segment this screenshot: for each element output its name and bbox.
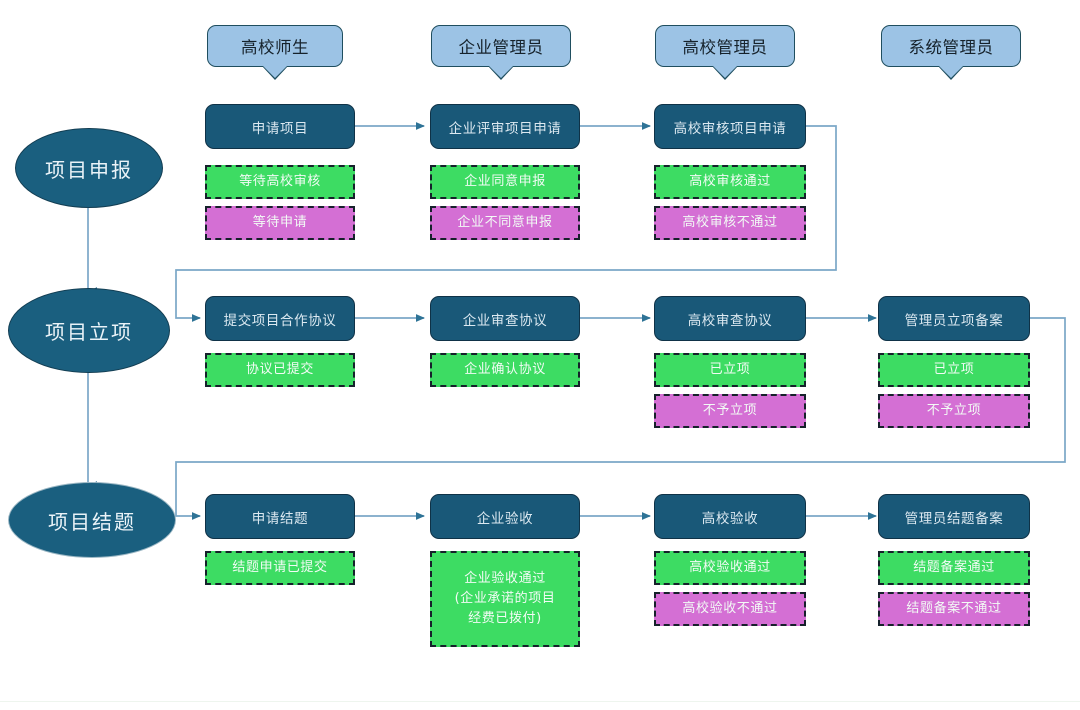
callout-tail	[712, 65, 738, 78]
stage-ellipse-1[interactable]: 项目立项	[8, 288, 170, 373]
action-box-r2c4[interactable]: 管理员立项备案	[878, 296, 1030, 341]
role-callout-2[interactable]: 高校管理员	[655, 25, 795, 80]
action-box-r1c2[interactable]: 企业评审项目申请	[430, 104, 580, 149]
status-chip-multiline: 企业验收通过 (企业承诺的项目 经费已拨付)	[455, 569, 556, 629]
action-box-r3c3[interactable]: 高校验收	[654, 494, 806, 539]
role-callout-3[interactable]: 系统管理员	[881, 25, 1021, 80]
status-chip-r3c3-no[interactable]: 高校验收不通过	[654, 592, 806, 626]
status-chip-r2c3-no[interactable]: 不予立项	[654, 394, 806, 428]
action-box-r1c3[interactable]: 高校审核项目申请	[654, 104, 806, 149]
callout-tail	[262, 65, 288, 78]
stage-ellipse-0[interactable]: 项目申报	[15, 128, 163, 208]
action-box-r2c3[interactable]: 高校审查协议	[654, 296, 806, 341]
callout-tail	[488, 65, 514, 78]
stage-ellipse-2[interactable]: 项目结题	[8, 482, 176, 558]
status-chip-r2c4-no[interactable]: 不予立项	[878, 394, 1030, 428]
status-chip-r1c2-no[interactable]: 企业不同意申报	[430, 206, 580, 240]
callout-tail	[938, 65, 964, 78]
status-chip-r2c1-ok[interactable]: 协议已提交	[205, 353, 355, 387]
action-box-r3c2[interactable]: 企业验收	[430, 494, 580, 539]
status-line-1: (企业承诺的项目	[454, 590, 556, 606]
status-chip-r2c2-ok[interactable]: 企业确认协议	[430, 353, 580, 387]
status-chip-r1c2-ok[interactable]: 企业同意申报	[430, 165, 580, 199]
role-label: 高校管理员	[682, 38, 768, 57]
action-box-r2c1[interactable]: 提交项目合作协议	[205, 296, 355, 341]
status-chip-r1c3-no[interactable]: 高校审核不通过	[654, 206, 806, 240]
status-line-2: 经费已拨付)	[468, 611, 542, 627]
action-box-r3c4[interactable]: 管理员结题备案	[878, 494, 1030, 539]
status-chip-r1c1-no[interactable]: 等待申请	[205, 206, 355, 240]
role-label: 高校师生	[241, 38, 309, 57]
action-box-r2c2[interactable]: 企业审查协议	[430, 296, 580, 341]
status-line-0: 企业验收通过	[464, 570, 546, 586]
role-label: 企业管理员	[458, 38, 544, 57]
status-chip-r1c1-ok[interactable]: 等待高校审核	[205, 165, 355, 199]
status-chip-r3c4-no[interactable]: 结题备案不通过	[878, 592, 1030, 626]
status-chip-r3c1-ok[interactable]: 结题申请已提交	[205, 551, 355, 585]
role-callout-0[interactable]: 高校师生	[207, 25, 343, 80]
bottom-divider	[0, 701, 1080, 702]
status-chip-r1c3-ok[interactable]: 高校审核通过	[654, 165, 806, 199]
role-callout-1[interactable]: 企业管理员	[431, 25, 571, 80]
status-chip-r3c3-ok[interactable]: 高校验收通过	[654, 551, 806, 585]
status-chip-r3c4-ok[interactable]: 结题备案通过	[878, 551, 1030, 585]
action-box-r3c1[interactable]: 申请结题	[205, 494, 355, 539]
status-chip-r2c4-ok[interactable]: 已立项	[878, 353, 1030, 387]
action-box-r1c1[interactable]: 申请项目	[205, 104, 355, 149]
status-chip-r3c2-ok[interactable]: 企业验收通过 (企业承诺的项目 经费已拨付)	[430, 551, 580, 647]
status-chip-r2c3-ok[interactable]: 已立项	[654, 353, 806, 387]
role-label: 系统管理员	[908, 38, 994, 57]
